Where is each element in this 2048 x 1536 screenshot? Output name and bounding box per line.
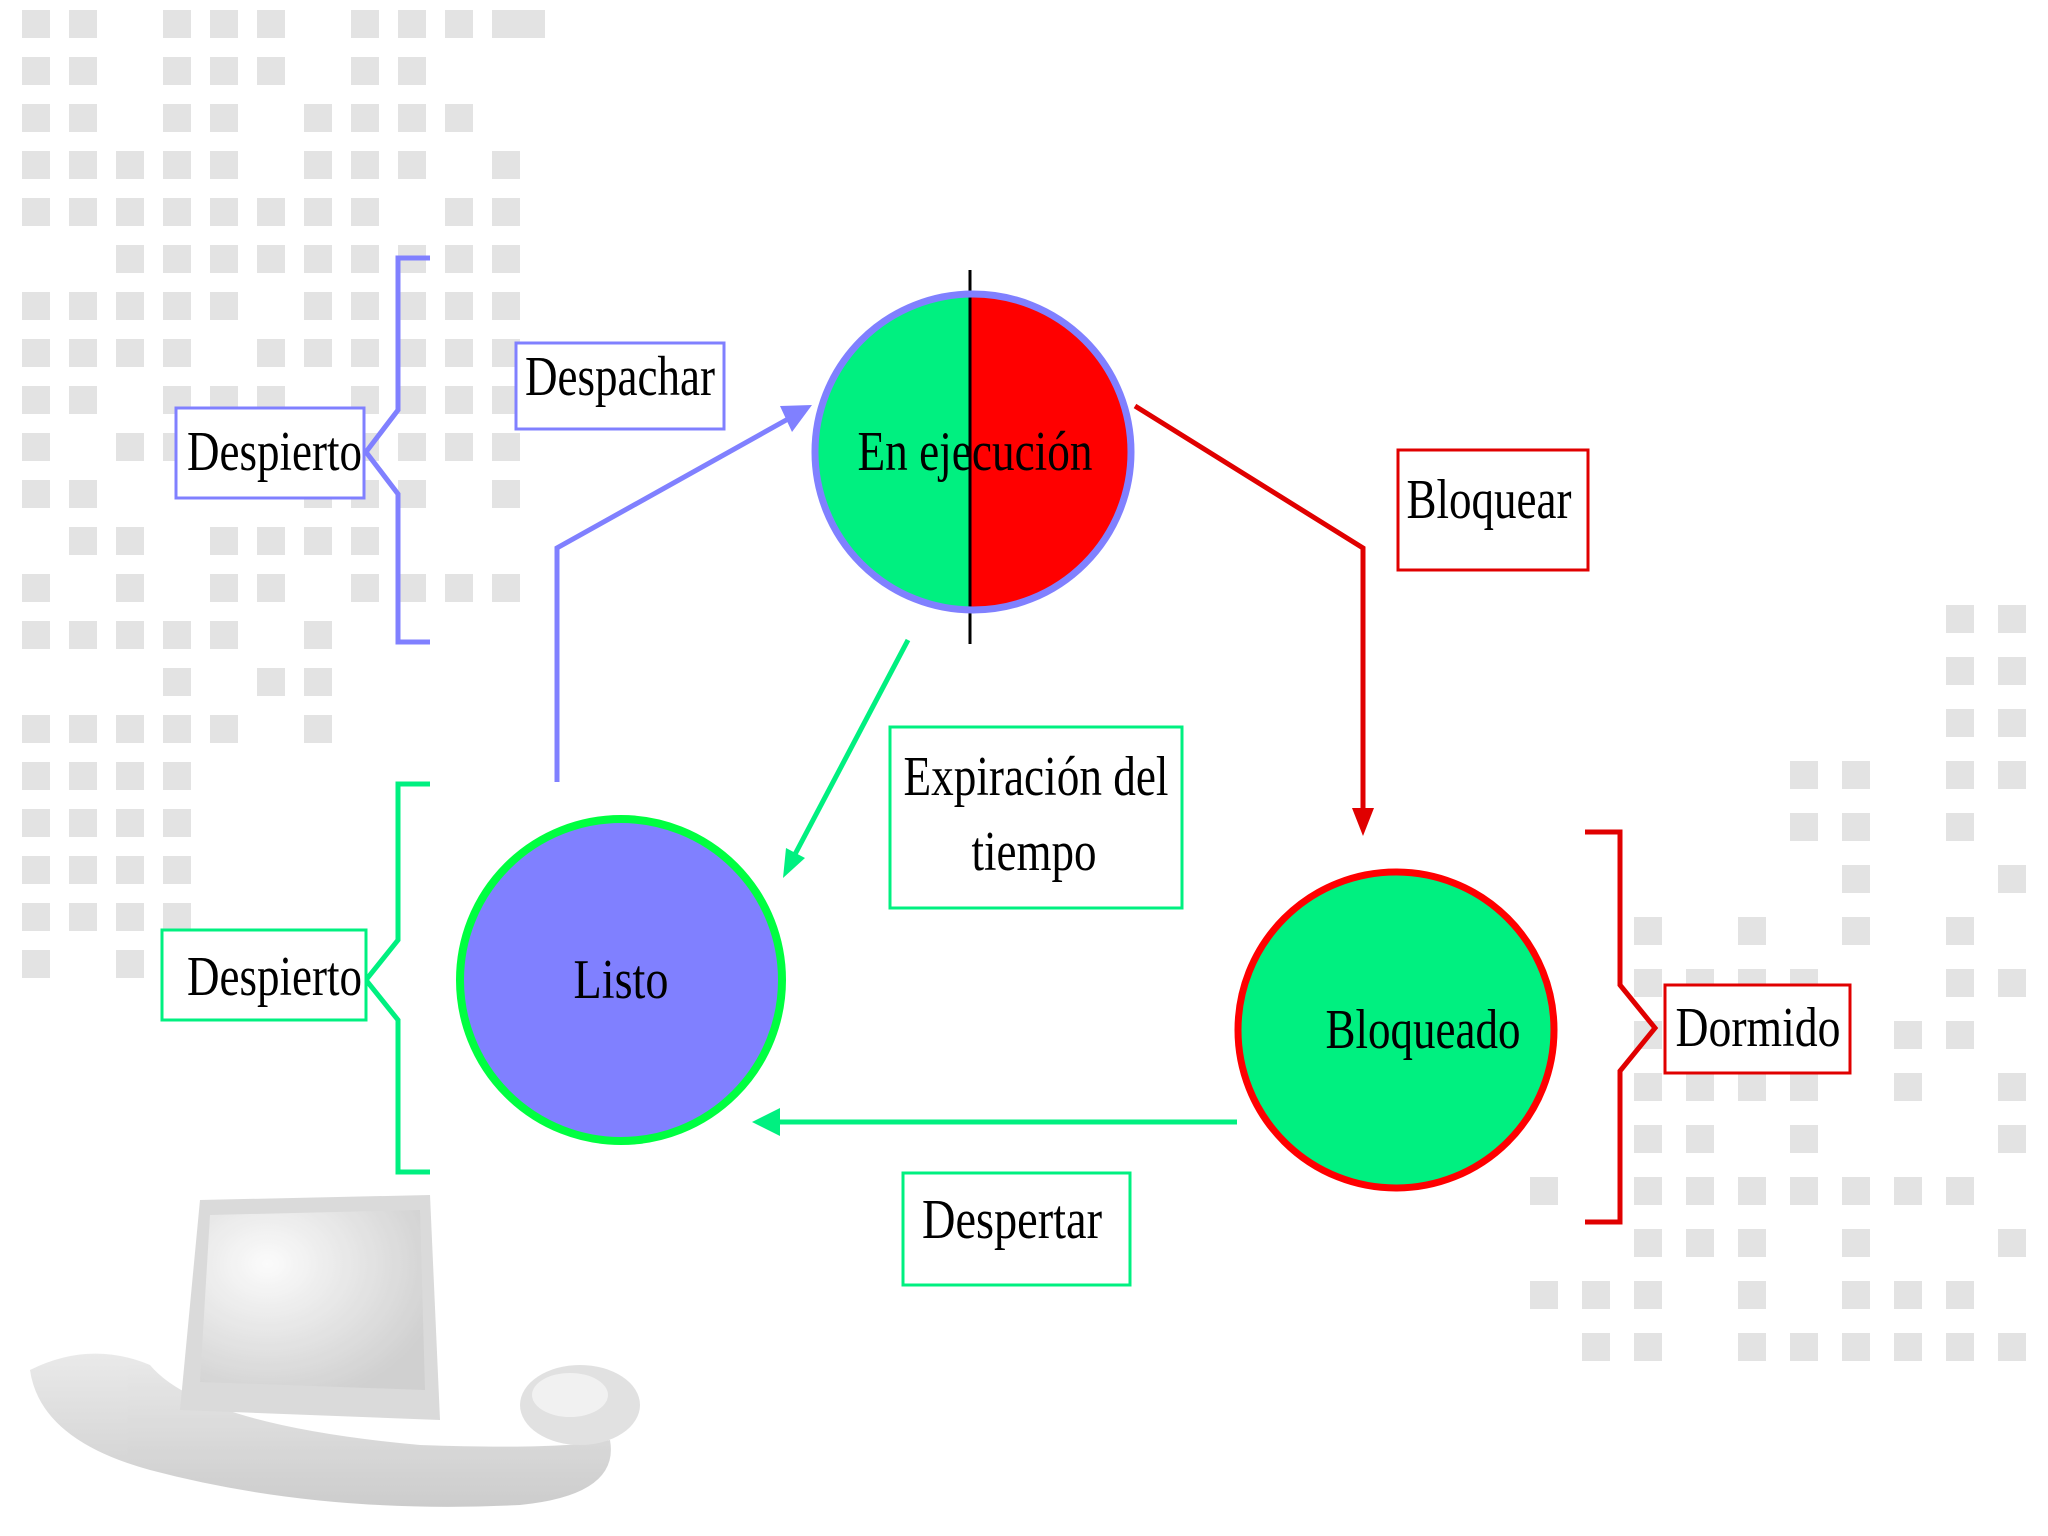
brace-asleep [1585, 829, 1659, 1225]
state-blocked: Bloqueado [1234, 868, 1558, 1192]
brace-awake-top [362, 255, 430, 645]
brace-awake-bottom [362, 781, 430, 1175]
state-blocked-label: Bloqueado [1326, 999, 1521, 1061]
dispatch-arrow [554, 405, 812, 782]
asleep-label: Dormido [1676, 997, 1841, 1059]
awake-bottom-label: Despierto [187, 946, 362, 1008]
background-square-pattern [22, 10, 2026, 1361]
wakeup-label: Despertar [922, 1189, 1102, 1251]
awake-bottom-label-box: Despierto [160, 928, 368, 1022]
dispatch-label: Despachar [525, 346, 715, 408]
timeout-label-box: Expiración del tiempo [888, 725, 1184, 910]
block-label: Bloquear [1407, 469, 1572, 531]
awake-top-label-box: Despierto [174, 406, 366, 500]
timeout-label-line2: tiempo [972, 821, 1097, 883]
state-ready: Listo [456, 815, 786, 1145]
dispatch-label-box: Despachar [514, 341, 726, 431]
wakeup-label-box: Despertar [901, 1171, 1132, 1287]
timeout-arrow [783, 638, 911, 878]
timeout-label-line1: Expiración del [904, 746, 1169, 808]
state-running-label: En ejecución [858, 421, 1093, 483]
asleep-label-box: Dormido [1663, 983, 1852, 1075]
block-arrow [1133, 403, 1374, 836]
state-ready-label: Listo [574, 949, 669, 1011]
state-running: En ejecución [811, 270, 1135, 644]
computer-illustration [30, 1195, 640, 1507]
block-label-box: Bloquear [1396, 448, 1590, 572]
wakeup-arrow [752, 1108, 1237, 1136]
awake-top-label: Despierto [187, 421, 362, 483]
